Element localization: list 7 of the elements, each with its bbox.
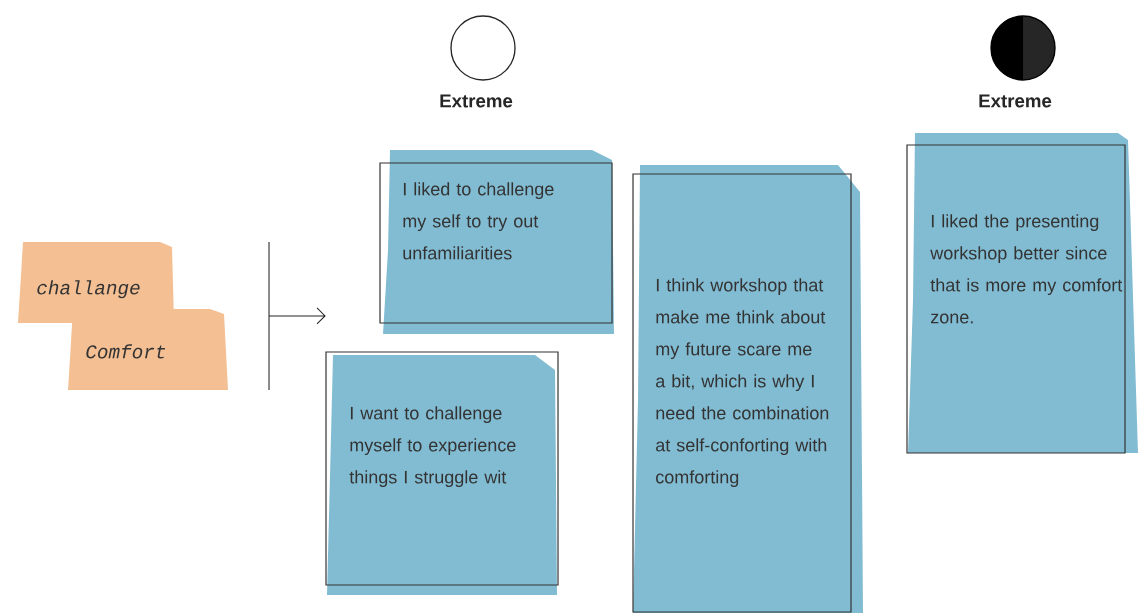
sticky-note: Comfort	[68, 309, 228, 390]
extreme-label: Extreme	[979, 94, 1052, 108]
sticky-note: I think workshop that make me think about my future scare me a bit, which is why I need the combination at self-conforting with comforting	[632, 165, 863, 613]
sticky-note: I liked to challenge my self to try out unfamiliarities	[379, 150, 614, 334]
extreme-label: Extreme	[440, 94, 513, 108]
sticky-note: I want to challenge myself to experience things I struggle wit	[325, 351, 559, 595]
sticky-note: I liked the presenting workshop better since that is more my comfort zone.	[906, 133, 1138, 454]
